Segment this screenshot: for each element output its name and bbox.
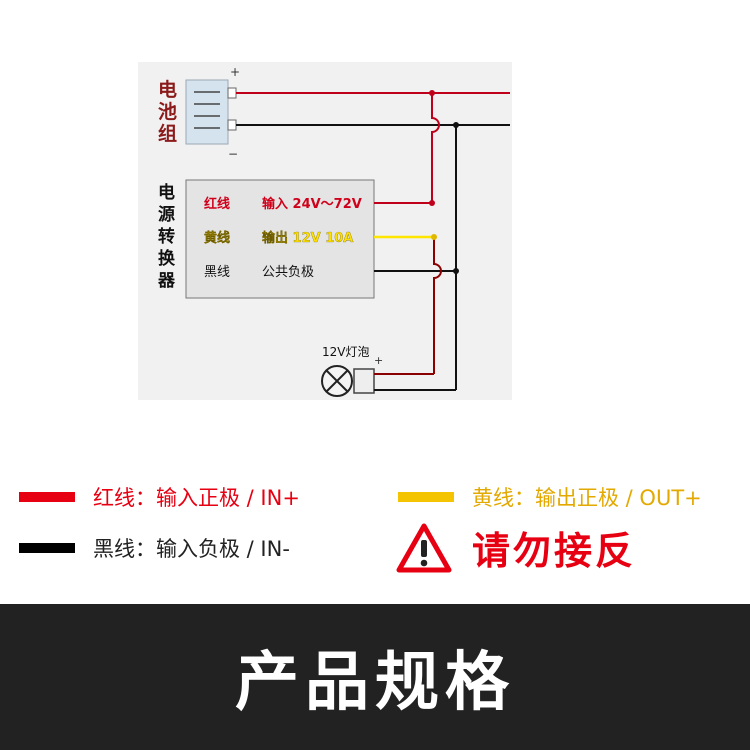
legend-black-label: 黑线：输入负极 / IN- — [93, 537, 290, 561]
converter-row-red-wire: 红线 — [204, 196, 230, 212]
converter-label-char: 源 — [158, 204, 175, 225]
yellow-junction-dot — [431, 234, 437, 240]
red-junction-dot — [429, 90, 435, 96]
battery-plus-sign: + — [230, 65, 240, 79]
battery-label-char: 池 — [158, 100, 177, 123]
converter-label-char: 换 — [158, 248, 176, 269]
wiring-diagram: + − 电 池 组 电 源 转 换 器 红线 输入 24V～72V 黄线 输出 … — [138, 62, 512, 400]
converter-box — [185, 179, 375, 299]
converter-label-char: 电 — [158, 182, 175, 203]
battery-label-char: 电 — [158, 78, 177, 101]
converter-label-char: 转 — [158, 226, 175, 247]
black-junction-dot — [453, 268, 459, 274]
converter-row-yellow-desc: 输出 12V 10A — [262, 230, 353, 246]
converter-row-black-wire: 黑线 — [204, 265, 230, 280]
warning-triangle-icon — [396, 523, 452, 572]
converter-label-char: 器 — [157, 271, 176, 291]
battery-label-char: 组 — [158, 122, 177, 145]
battery-pack — [185, 79, 229, 145]
battery-minus-sign: − — [228, 147, 238, 161]
warning-text: 请勿接反 — [472, 529, 637, 573]
black-junction-dot — [453, 122, 459, 128]
legend-yellow-label: 黄线：输出正极 / OUT+ — [472, 486, 702, 510]
bulb-plus-sign: + — [374, 354, 383, 367]
yellow-swatch — [398, 492, 454, 502]
red-junction-dot — [429, 200, 435, 206]
bulb-socket — [353, 368, 375, 394]
bulb-label: 12V灯泡 — [322, 345, 369, 359]
converter-row-black-desc: 公共负极 — [262, 265, 314, 280]
battery-terminal-negative — [227, 119, 237, 131]
legend-red: 红线：输入正极 / IN+ — [19, 482, 300, 512]
legend-yellow: 黄线：输出正极 / OUT+ — [398, 482, 702, 512]
black-swatch — [19, 543, 75, 553]
output-bus-wire — [433, 237, 442, 374]
footer-title: 产品规格 — [235, 646, 515, 720]
battery-terminal-positive — [227, 87, 237, 99]
red-bus-wire — [431, 93, 440, 203]
footer-banner: 产品规格 — [0, 604, 750, 750]
bulb-cross-line — [326, 370, 348, 392]
legend-black: 黑线：输入负极 / IN- — [19, 533, 290, 563]
red-swatch — [19, 492, 75, 502]
warning-box: 请勿接反 — [396, 520, 636, 575]
converter-row-yellow-wire: 黄线 — [204, 230, 230, 246]
legend-red-label: 红线：输入正极 / IN+ — [93, 486, 300, 510]
converter-row-red-desc: 输入 24V～72V — [262, 196, 362, 212]
